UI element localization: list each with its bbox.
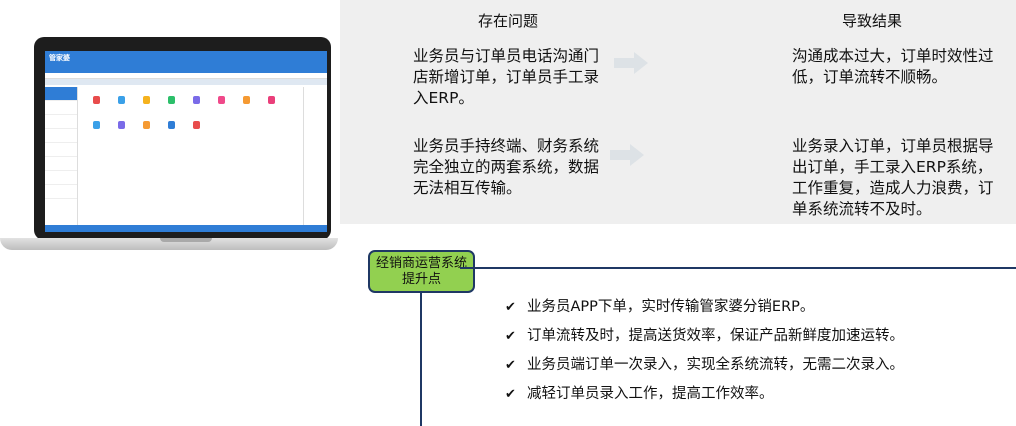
problem-2: 业务员手持终端、财务系统完全独立的两套系统，数据无法相互传输。 xyxy=(413,137,600,197)
app-icon xyxy=(218,96,225,104)
improvement-point: ✔业务员端订单一次录入，实现全系统流转，无需二次录入。 xyxy=(505,357,904,373)
app-icon xyxy=(143,121,150,129)
app-icon xyxy=(93,121,100,129)
results-header: 导致结果 xyxy=(842,12,903,30)
divider-line xyxy=(460,267,1016,269)
app-icon xyxy=(168,96,175,104)
app-icon xyxy=(93,96,100,104)
problems-header: 存在问题 xyxy=(478,12,539,30)
app-icon xyxy=(243,96,250,104)
arrow-right-icon xyxy=(614,52,648,74)
result-1: 沟通成本过大，订单时效性过低，订单流转不顺畅。 xyxy=(792,47,994,86)
check-icon: ✔ xyxy=(505,387,516,402)
result-2: 业务录入订单，订单员根据导出订单，手工录入ERP系统，工作重复，造成人力浪费，订… xyxy=(792,137,994,218)
erp-screen: 管家婆 xyxy=(45,51,327,232)
check-icon: ✔ xyxy=(505,300,516,315)
arrow-right-icon xyxy=(610,144,644,166)
erp-logo: 管家婆 xyxy=(49,54,70,62)
connector-line xyxy=(420,293,422,426)
app-icon xyxy=(118,96,125,104)
app-icon xyxy=(268,96,275,104)
erp-right-panel xyxy=(303,87,327,225)
app-icon xyxy=(193,96,200,104)
improvement-point: ✔业务员APP下单，实时传输管家婆分销ERP。 xyxy=(505,299,815,315)
laptop-base xyxy=(0,238,338,250)
comparison-panel xyxy=(340,0,1016,224)
app-icon xyxy=(143,96,150,104)
improvement-label-box: 经销商运营系统提升点 xyxy=(368,250,475,293)
app-icon xyxy=(118,121,125,129)
improvement-point: ✔减轻订单员录入工作，提高工作效率。 xyxy=(505,386,774,402)
app-icon xyxy=(168,121,175,129)
erp-sidebar xyxy=(45,87,78,225)
app-icon xyxy=(193,121,200,129)
improvement-point: ✔订单流转及时，提高送货效率，保证产品新鲜度加速运转。 xyxy=(505,328,904,344)
check-icon: ✔ xyxy=(505,358,516,373)
problem-1: 业务员与订单员电话沟通门店新增订单，订单员手工录入ERP。 xyxy=(413,47,600,107)
check-icon: ✔ xyxy=(505,329,516,344)
